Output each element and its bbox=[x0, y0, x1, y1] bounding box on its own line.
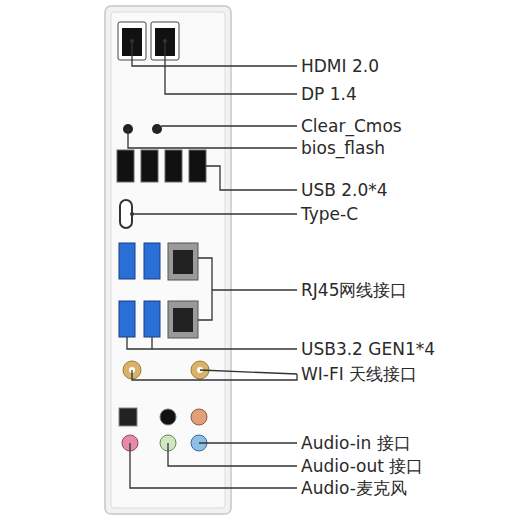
leader-line bbox=[127, 337, 297, 349]
leader-dot bbox=[130, 39, 134, 43]
callout-label: Type-C bbox=[301, 204, 358, 224]
rj45-port-inner bbox=[173, 250, 193, 274]
callout-label: HDMI 2.0 bbox=[301, 56, 379, 76]
callout-label: Audio-麦克风 bbox=[301, 478, 407, 498]
leader-line bbox=[128, 129, 297, 148]
leader-dot bbox=[163, 39, 167, 43]
leader-lines bbox=[127, 41, 297, 488]
leader-line bbox=[212, 289, 297, 290]
audio-jack bbox=[160, 409, 176, 425]
leader-line bbox=[130, 443, 297, 488]
callout-label: DP 1.4 bbox=[301, 84, 357, 104]
usb2-port bbox=[189, 150, 206, 182]
audio-jack bbox=[191, 409, 207, 425]
usb3-port bbox=[144, 301, 160, 337]
leader-line bbox=[151, 337, 152, 349]
callout-label: RJ45网线接口 bbox=[301, 280, 407, 300]
usb3-port bbox=[119, 301, 135, 337]
leader-line bbox=[165, 41, 297, 94]
callout-label: bios_flash bbox=[301, 138, 385, 158]
io-shield-inner bbox=[111, 12, 225, 508]
rj45-port bbox=[168, 243, 198, 280]
callout-label: USB3.2 GEN1*4 bbox=[301, 339, 435, 359]
leader-line bbox=[132, 213, 297, 214]
rj45-port bbox=[168, 301, 198, 338]
leader-line bbox=[157, 126, 297, 129]
leader-line bbox=[132, 41, 297, 66]
leader-bracket bbox=[198, 258, 212, 320]
io-shield bbox=[105, 6, 231, 514]
leader-dots bbox=[130, 39, 167, 216]
leader-line bbox=[132, 370, 297, 380]
leader-line bbox=[199, 442, 297, 443]
leader-line bbox=[200, 370, 297, 374]
callout-label: WI-FI 天线接口 bbox=[301, 364, 417, 384]
leader-line bbox=[168, 443, 297, 466]
callout-label: USB 2.0*4 bbox=[301, 180, 388, 200]
callout-label: Audio-out 接口 bbox=[301, 456, 423, 476]
usb3-port bbox=[119, 243, 135, 279]
usb2-port bbox=[141, 150, 158, 182]
leader-line bbox=[206, 166, 297, 190]
rj45-port-inner bbox=[173, 308, 193, 332]
usb3-port bbox=[144, 243, 160, 279]
callout-label: Clear_Cmos bbox=[301, 116, 402, 136]
callout-label: Audio-in 接口 bbox=[301, 433, 411, 453]
usb2-port bbox=[165, 150, 182, 182]
optical-port bbox=[119, 408, 137, 426]
usb2-port bbox=[117, 150, 134, 182]
leader-dot bbox=[130, 212, 134, 216]
